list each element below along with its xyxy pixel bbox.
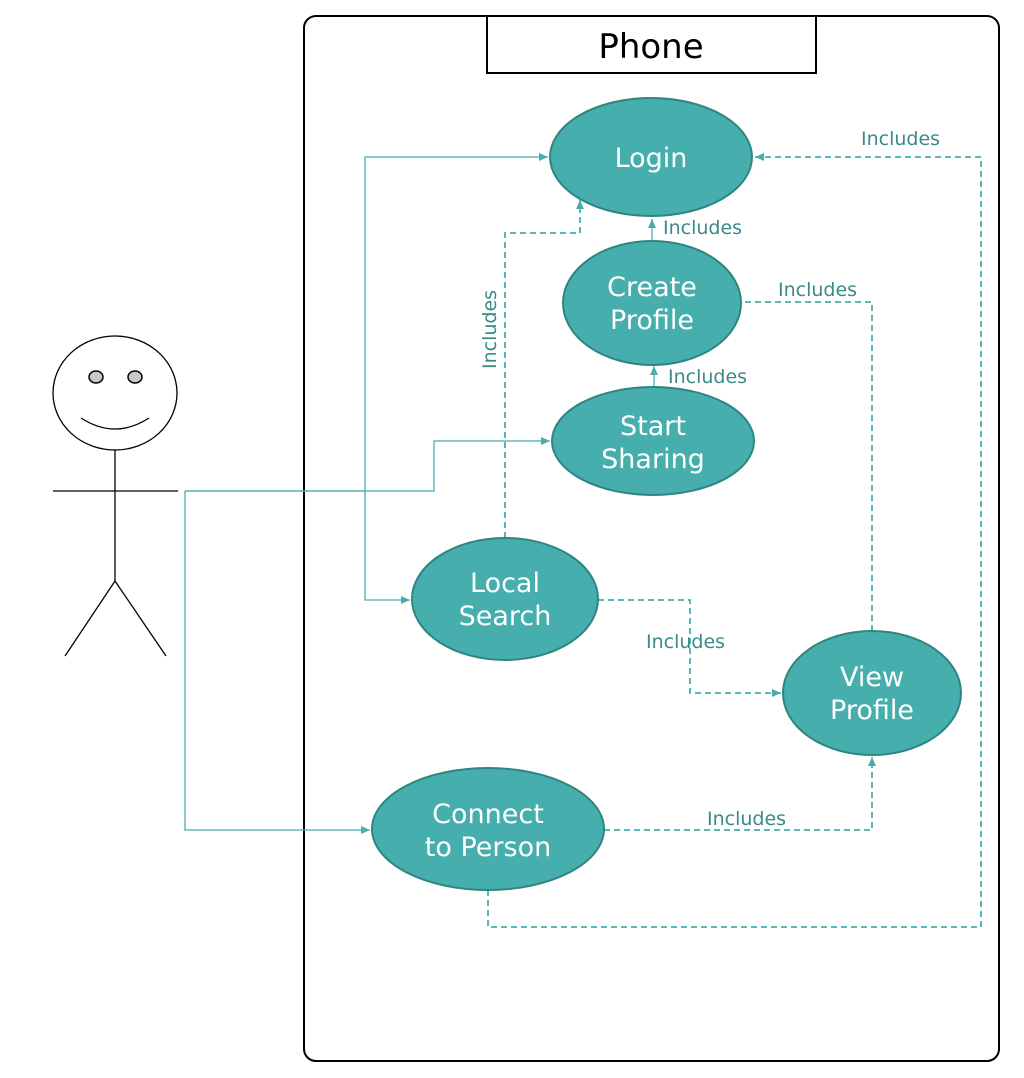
use-case-local-search[interactable]: Local Search bbox=[411, 537, 599, 661]
include-label-create-login: Includes bbox=[663, 217, 742, 239]
use-case-start-sharing[interactable]: Start Sharing bbox=[551, 386, 755, 496]
use-case-login-label: Login bbox=[615, 143, 688, 174]
use-case-login[interactable]: Login bbox=[549, 97, 753, 217]
use-case-view-profile[interactable]: View Profile bbox=[782, 630, 962, 756]
use-case-connect-person-line2: to Person bbox=[425, 832, 551, 863]
include-connect-to-login bbox=[487, 153, 982, 928]
actor-right-leg bbox=[114, 580, 167, 657]
use-case-create-profile-line1: Create bbox=[607, 272, 697, 303]
assoc-local-search bbox=[364, 491, 410, 604]
include-search-to-view bbox=[598, 599, 781, 697]
use-case-local-search-line2: Search bbox=[459, 601, 552, 632]
include-relations bbox=[487, 153, 982, 928]
actor-right-eye bbox=[127, 370, 143, 384]
actor-smile bbox=[80, 417, 150, 430]
use-case-connect-person-line1: Connect bbox=[432, 799, 544, 830]
actor-left-leg bbox=[64, 580, 116, 657]
actor-user[interactable] bbox=[52, 335, 178, 657]
system-title: Phone bbox=[598, 27, 703, 67]
use-case-start-sharing-line2: Sharing bbox=[601, 444, 705, 475]
include-label-search-login: Includes bbox=[479, 290, 501, 369]
use-case-start-sharing-line1: Start bbox=[620, 411, 686, 442]
use-case-view-profile-line1: View bbox=[840, 662, 904, 693]
include-label-view-create: Includes bbox=[778, 279, 857, 301]
include-label-connect-view: Includes bbox=[707, 808, 786, 830]
include-label-search-view: Includes bbox=[646, 631, 725, 653]
use-case-local-search-line1: Local bbox=[470, 568, 540, 599]
include-label-login-top: Includes bbox=[861, 128, 940, 150]
system-title-box bbox=[486, 15, 817, 74]
use-case-connect-person[interactable]: Connect to Person bbox=[371, 767, 605, 891]
include-label-sharing-create: Includes bbox=[668, 366, 747, 388]
assoc-start-sharing bbox=[185, 437, 550, 492]
actor-left-eye bbox=[88, 370, 104, 384]
include-search-to-login bbox=[504, 200, 584, 538]
use-case-view-profile-line2: Profile bbox=[830, 695, 914, 726]
associations bbox=[184, 153, 550, 834]
actor-head bbox=[52, 335, 178, 451]
use-case-create-profile[interactable]: Create Profile bbox=[562, 240, 742, 366]
include-labels: Includes Includes Includes Includes Incl… bbox=[479, 128, 940, 830]
assoc-connect-person bbox=[184, 491, 370, 834]
use-case-create-profile-line2: Profile bbox=[610, 305, 694, 336]
